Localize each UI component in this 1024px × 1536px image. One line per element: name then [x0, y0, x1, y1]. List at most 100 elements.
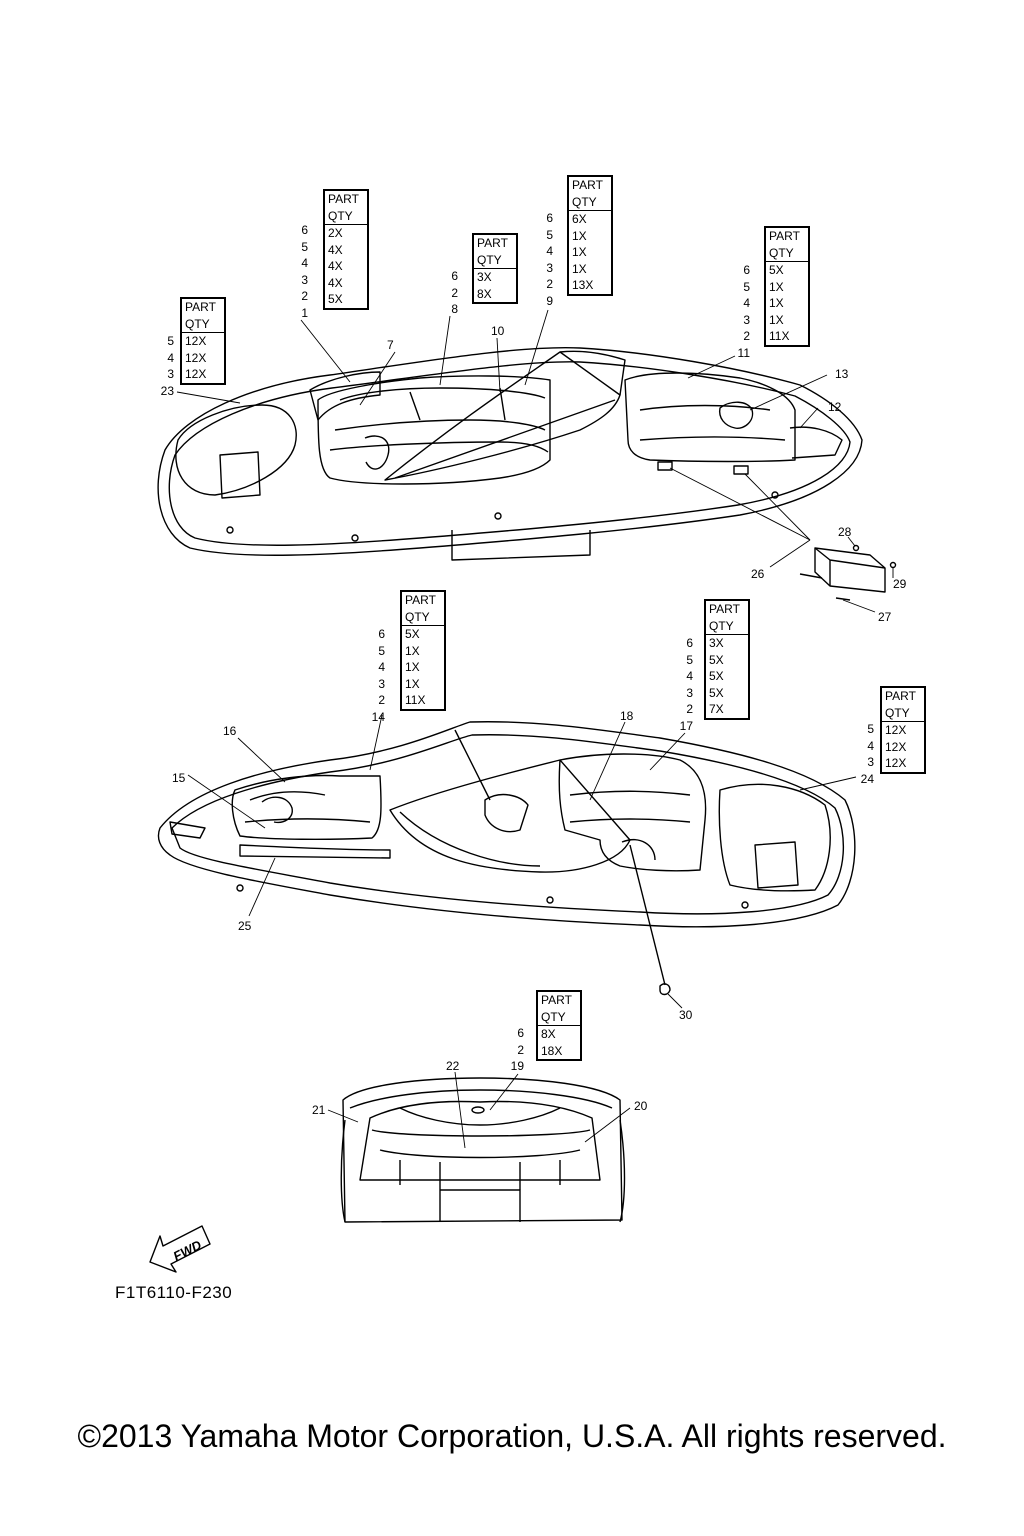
row-label: 8 — [451, 302, 458, 316]
qty-cell: 1X — [572, 228, 587, 243]
qty-cell: 5X — [405, 627, 420, 641]
row-label: 4 — [301, 256, 308, 270]
table-header-part: PART — [405, 593, 436, 607]
row-label: 6 — [686, 636, 693, 650]
row-labels-7: 6 5 4 3 2 17 — [665, 635, 693, 734]
fwd-label: FWD — [171, 1237, 205, 1264]
qty-cell: 1X — [405, 643, 420, 658]
qty-cell: 1X — [769, 312, 784, 327]
row-label: 5 — [167, 334, 174, 348]
row-label: 2 — [686, 702, 693, 716]
callout-13: 13 — [835, 367, 849, 381]
parts-table-4: PART QTY 5X 1X 1X 1X 11X — [764, 226, 810, 347]
callout-15: 15 — [172, 771, 186, 785]
qty-cell: 5X — [709, 685, 724, 700]
row-label: 2 — [451, 285, 458, 300]
row-label: 23 — [160, 383, 174, 398]
row-labels-4: 6 5 4 3 2 11 — [722, 262, 750, 361]
qty-cell: 18X — [541, 1043, 563, 1058]
bracket-assembly — [799, 544, 897, 601]
row-label: 5 — [743, 279, 750, 294]
table-header-qty: QTY — [538, 1009, 580, 1026]
qty-cell: 12X — [885, 723, 907, 737]
table-header-part: PART — [185, 300, 216, 314]
qty-cell: 12X — [185, 367, 207, 381]
row-label: 6 — [301, 223, 308, 237]
qty-cell: 4X — [328, 275, 343, 290]
row-label: 2 — [743, 329, 750, 343]
row-label: 5 — [867, 722, 874, 736]
table-header-part: PART — [328, 192, 359, 206]
callout-20: 20 — [634, 1099, 648, 1113]
row-labels-8: 5 4 3 24 — [850, 721, 874, 787]
table-header-qty: QTY — [706, 618, 748, 635]
row-labels-1: 6 5 4 3 2 1 — [280, 222, 308, 321]
row-label: 11 — [737, 345, 750, 360]
row-label: 5 — [378, 643, 385, 658]
row-labels-3: 6 5 4 3 2 9 — [525, 210, 553, 309]
row-label: 6 — [378, 627, 385, 641]
callout-18: 18 — [620, 709, 634, 723]
table-header-part: PART — [769, 229, 800, 243]
row-label: 3 — [686, 685, 693, 700]
table-header-part: PART — [709, 602, 740, 616]
qty-cell: 8X — [541, 1027, 556, 1041]
figure-code: F1T6110-F230 — [115, 1283, 233, 1302]
row-label: 4 — [867, 738, 874, 753]
qty-cell: 12X — [885, 739, 907, 754]
row-label: 5 — [686, 652, 693, 667]
row-label: 4 — [167, 350, 174, 365]
row-label: 2 — [301, 289, 308, 303]
callout-30: 30 — [679, 1008, 693, 1022]
qty-cell: 6X — [572, 212, 587, 226]
row-labels-5: 5 4 3 23 — [150, 333, 174, 399]
table-header-part: PART — [477, 236, 508, 250]
row-label: 6 — [451, 269, 458, 283]
row-label: 9 — [546, 293, 553, 308]
table-header-part: PART — [885, 689, 916, 703]
table-header-qty: QTY — [474, 252, 516, 269]
callout-12: 12 — [828, 400, 842, 414]
parts-table-2: PART QTY 3X 8X — [472, 233, 518, 304]
upper-deck-top-view — [157, 346, 863, 561]
row-label: 4 — [378, 660, 385, 674]
callout-25: 25 — [238, 919, 252, 933]
table-header-part: PART — [572, 178, 603, 192]
row-label: 2 — [517, 1042, 524, 1057]
qty-cell: 1X — [769, 279, 784, 294]
row-label: 1 — [301, 305, 308, 320]
parts-table-8: PART QTY 12X 12X 12X — [880, 686, 926, 774]
qty-cell: 3X — [709, 636, 724, 650]
row-label: 2 — [378, 693, 385, 707]
parts-table-5: PART QTY 12X 12X 12X — [180, 297, 226, 385]
row-labels-9: 6 2 19 — [496, 1025, 524, 1075]
table-header-part: PART — [541, 993, 572, 1007]
row-label: 24 — [860, 771, 874, 786]
row-label: 5 — [301, 239, 308, 254]
row-label: 6 — [517, 1026, 524, 1040]
parts-table-1: PART QTY 2X 4X 4X 4X 5X — [323, 189, 369, 310]
row-label: 3 — [546, 260, 553, 275]
row-label: 6 — [546, 211, 553, 225]
leader-lines — [176, 309, 894, 1149]
qty-cell: 5X — [769, 263, 784, 277]
row-label: 19 — [510, 1059, 524, 1073]
qty-cell: 8X — [477, 286, 492, 301]
qty-cell: 11X — [769, 329, 790, 343]
callout-26: 26 — [751, 567, 765, 581]
row-label: 14 — [371, 709, 385, 724]
copyright-notice: ©2013 Yamaha Motor Corporation, U.S.A. A… — [77, 1418, 947, 1454]
table-header-qty: QTY — [402, 609, 444, 626]
qty-cell: 1X — [572, 245, 587, 259]
qty-cell: 4X — [328, 259, 343, 273]
qty-cell: 3X — [477, 270, 492, 284]
callout-16: 16 — [223, 724, 237, 738]
qty-cell: 12X — [185, 350, 207, 365]
qty-cell: 2X — [328, 226, 343, 240]
parts-table-6: PART QTY 5X 1X 1X 1X 11X — [400, 590, 446, 711]
row-label: 3 — [743, 312, 750, 327]
row-labels-2: 6 2 8 — [430, 268, 458, 318]
qty-cell: 12X — [185, 334, 207, 348]
row-label: 4 — [546, 244, 553, 258]
